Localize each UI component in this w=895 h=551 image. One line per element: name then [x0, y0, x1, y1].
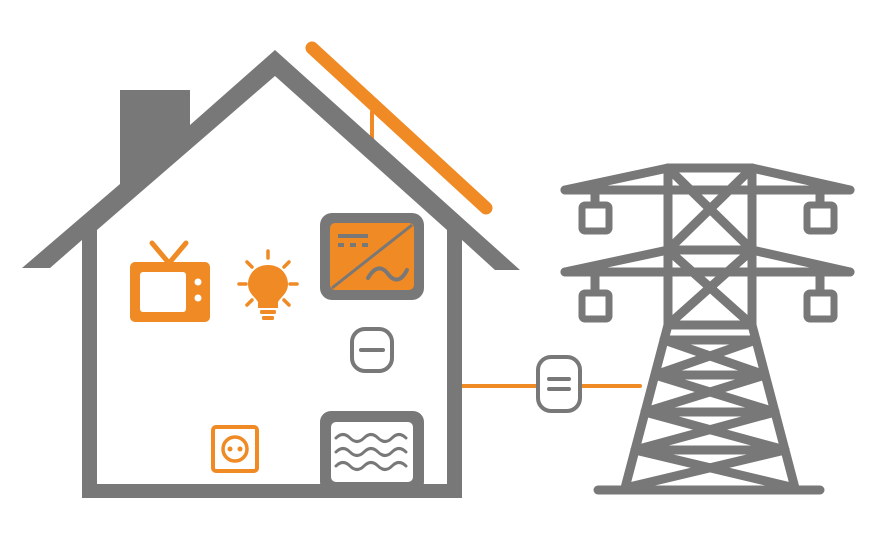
solar-panel-icon [305, 41, 493, 215]
power-socket-icon [211, 425, 259, 473]
insulator-icon [578, 201, 613, 235]
electricity-meter-icon [536, 355, 582, 413]
light-bulb [237, 249, 299, 320]
inverter [320, 213, 424, 300]
power-pylon-icon [560, 163, 855, 495]
household-meter [350, 327, 394, 373]
insulator-icon [803, 201, 838, 235]
insulators [578, 201, 838, 323]
insulator-icon [578, 289, 613, 323]
grid-meter [536, 355, 582, 413]
insulator-icon [803, 289, 838, 323]
battery-storage [320, 411, 424, 493]
transmission-tower [560, 163, 855, 495]
light-bulb-icon [248, 265, 288, 308]
television [130, 240, 210, 322]
ac-wave-icon [366, 266, 409, 282]
power-socket [211, 425, 259, 473]
